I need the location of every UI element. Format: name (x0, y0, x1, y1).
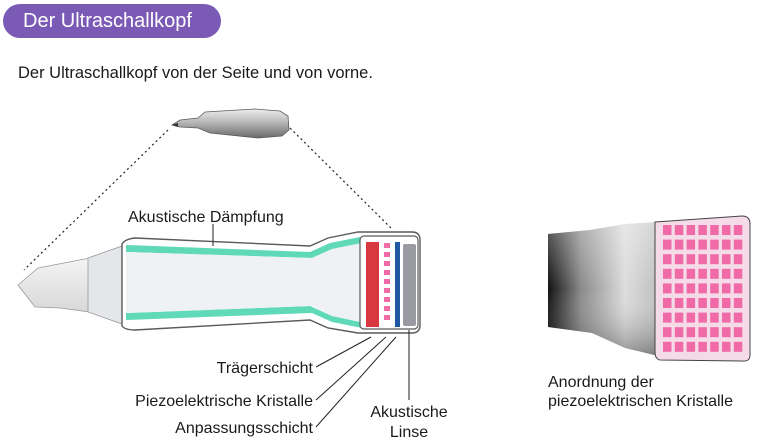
crystal-cell (698, 327, 707, 338)
crystal-cell (733, 283, 743, 294)
crystal-cell (710, 298, 719, 308)
crystal-cell (733, 225, 743, 235)
label-front-line1: Anordnung der (548, 374, 655, 391)
crystal-cell (674, 268, 684, 279)
crystal-cell (698, 225, 707, 235)
crystal-cell (674, 225, 684, 235)
crystal-cell (674, 283, 684, 294)
crystal-cell (663, 254, 672, 265)
crystal-cell (733, 312, 743, 323)
crystal-cell (698, 341, 707, 352)
front-view-probe (548, 215, 751, 362)
crystal-cell (674, 298, 684, 308)
crystal-cell (710, 268, 719, 279)
acoustic-lens (403, 244, 416, 326)
crystal-cell (674, 341, 684, 352)
crystal-cell (686, 254, 696, 265)
crystal-cell (710, 239, 719, 250)
crystal-cell (663, 225, 672, 235)
crystal-cell (674, 239, 684, 250)
crystal-cell (722, 327, 731, 338)
crystal-cell (710, 225, 719, 235)
crystal-cell (722, 268, 731, 279)
crystal-cell (663, 239, 672, 250)
label-damping: Akustische Dämpfung (128, 209, 284, 226)
crystal-cell (733, 254, 743, 265)
crystal-cell (698, 268, 707, 279)
crystal-cell (698, 312, 707, 323)
crystal-cell (722, 298, 731, 308)
crystal-cell (686, 327, 696, 338)
piezo-crystals-column (384, 243, 390, 320)
crystal-cell (733, 341, 743, 352)
crystal-cell (698, 283, 707, 294)
title-badge: Der Ultraschallkopf (3, 4, 221, 38)
crystal-cell (733, 327, 743, 338)
crystal-cell (698, 254, 707, 265)
crystal-cell (722, 341, 731, 352)
crystal-cell (722, 312, 731, 323)
crystal-cell (686, 239, 696, 250)
matching-layer (395, 242, 400, 327)
crystal-cell (698, 298, 707, 308)
crystal-cell (686, 298, 696, 308)
crystal-cell (663, 327, 672, 338)
crystal-cell (733, 268, 743, 279)
label-piezo: Piezoelektrische Kristalle (135, 393, 313, 410)
crystal-cell (674, 254, 684, 265)
pointer-lines (212, 224, 410, 428)
crystal-cell (722, 239, 731, 250)
crystal-cell (663, 283, 672, 294)
damping-layer-top (126, 237, 362, 258)
crystal-cell (663, 312, 672, 323)
crystal-cell (686, 312, 696, 323)
crystal-cell (722, 225, 731, 235)
crystal-cell (710, 254, 719, 265)
subtitle: Der Ultraschallkopf von der Seite und vo… (18, 64, 373, 82)
crystal-cell (674, 327, 684, 338)
crystal-cell (710, 283, 719, 294)
crystal-cell (722, 283, 731, 294)
crystal-cell (698, 239, 707, 250)
projection-line-right (289, 127, 394, 231)
label-matching: Anpassungsschicht (175, 420, 313, 437)
side-view-probe (17, 231, 421, 334)
crystal-grid (663, 225, 743, 352)
crystal-cell (733, 298, 743, 308)
label-backing: Trägerschicht (217, 360, 314, 377)
damping-layer-bottom (126, 306, 362, 328)
crystal-cell (674, 312, 684, 323)
crystal-cell (722, 254, 731, 265)
crystal-cell (686, 341, 696, 352)
crystal-cell (686, 283, 696, 294)
crystal-cell (686, 225, 696, 235)
backing-layer (366, 242, 379, 327)
crystal-cell (686, 268, 696, 279)
projection-line-left (23, 129, 169, 271)
crystal-cell (710, 341, 719, 352)
crystal-cell (710, 327, 719, 338)
label-lens-line2: Linse (390, 424, 428, 441)
crystal-cell (663, 298, 672, 308)
crystal-cell (710, 312, 719, 323)
crystal-cell (663, 268, 672, 279)
label-lens-line1: Akustische (370, 404, 447, 421)
crystal-cell (733, 239, 743, 250)
label-front-line2: piezoelektrischen Kristalle (548, 393, 733, 410)
small-probe-icon (170, 108, 290, 139)
crystal-cell (663, 341, 672, 352)
